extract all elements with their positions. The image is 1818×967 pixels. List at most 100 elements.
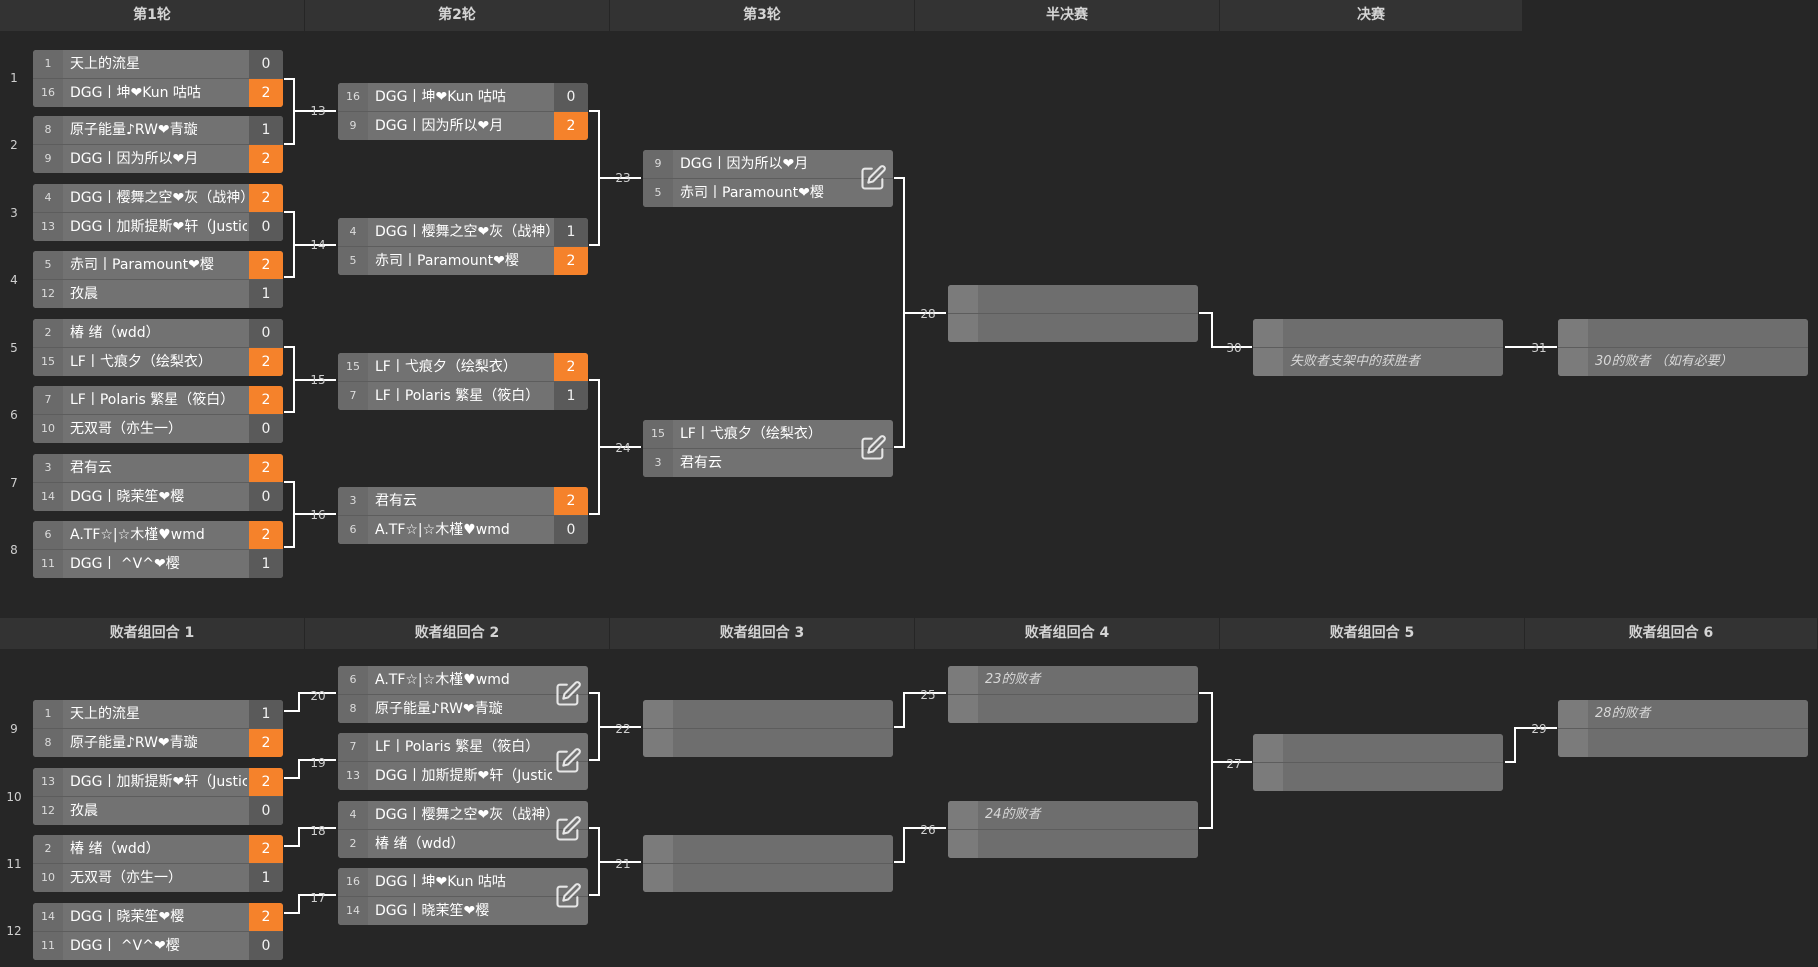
match-27[interactable] — [1253, 734, 1503, 791]
edit-pencil-icon[interactable] — [859, 434, 887, 462]
match-29[interactable]: 28的败者 — [1558, 700, 1808, 757]
match-21[interactable] — [643, 835, 893, 892]
participant-slot[interactable] — [1558, 729, 1808, 757]
participant-slot[interactable] — [948, 314, 1198, 342]
edit-pencil-icon[interactable] — [554, 815, 582, 843]
participant-slot[interactable] — [643, 864, 893, 892]
participant-slot[interactable] — [1253, 319, 1503, 347]
participant-slot[interactable]: 失败者支架中的获胜者 — [1253, 348, 1503, 376]
participant-slot[interactable] — [643, 729, 893, 757]
match-22[interactable] — [643, 700, 893, 757]
edit-pencil-icon[interactable] — [554, 882, 582, 910]
match-26[interactable]: 24的败者 — [948, 801, 1198, 858]
participant-slot[interactable] — [1253, 734, 1503, 762]
participant-slot[interactable] — [948, 285, 1198, 313]
match-25[interactable]: 23的败者 — [948, 666, 1198, 723]
participant-slot[interactable]: 23的败者 — [948, 666, 1198, 694]
participant-slot[interactable] — [948, 830, 1198, 858]
edit-pencil-icon[interactable] — [554, 747, 582, 775]
match-30[interactable]: 失败者支架中的获胜者 — [1253, 319, 1503, 376]
participant-slot[interactable] — [1558, 319, 1808, 347]
participant-slot[interactable]: 28的败者 — [1558, 700, 1808, 728]
participant-slot[interactable]: 24的败者 — [948, 801, 1198, 829]
participant-slot[interactable] — [643, 835, 893, 863]
match-31[interactable]: 30的败者 （如有必要） — [1558, 319, 1808, 376]
match-28[interactable] — [948, 285, 1198, 342]
edit-pencil-icon[interactable] — [554, 680, 582, 708]
participant-name: 天上的流星 — [70, 56, 140, 72]
participant-slot[interactable] — [948, 695, 1198, 723]
participant-slot[interactable] — [1253, 763, 1503, 791]
participant-slot[interactable] — [643, 700, 893, 728]
participant-slot[interactable]: 30的败者 （如有必要） — [1558, 348, 1808, 376]
edit-pencil-icon[interactable] — [859, 164, 887, 192]
